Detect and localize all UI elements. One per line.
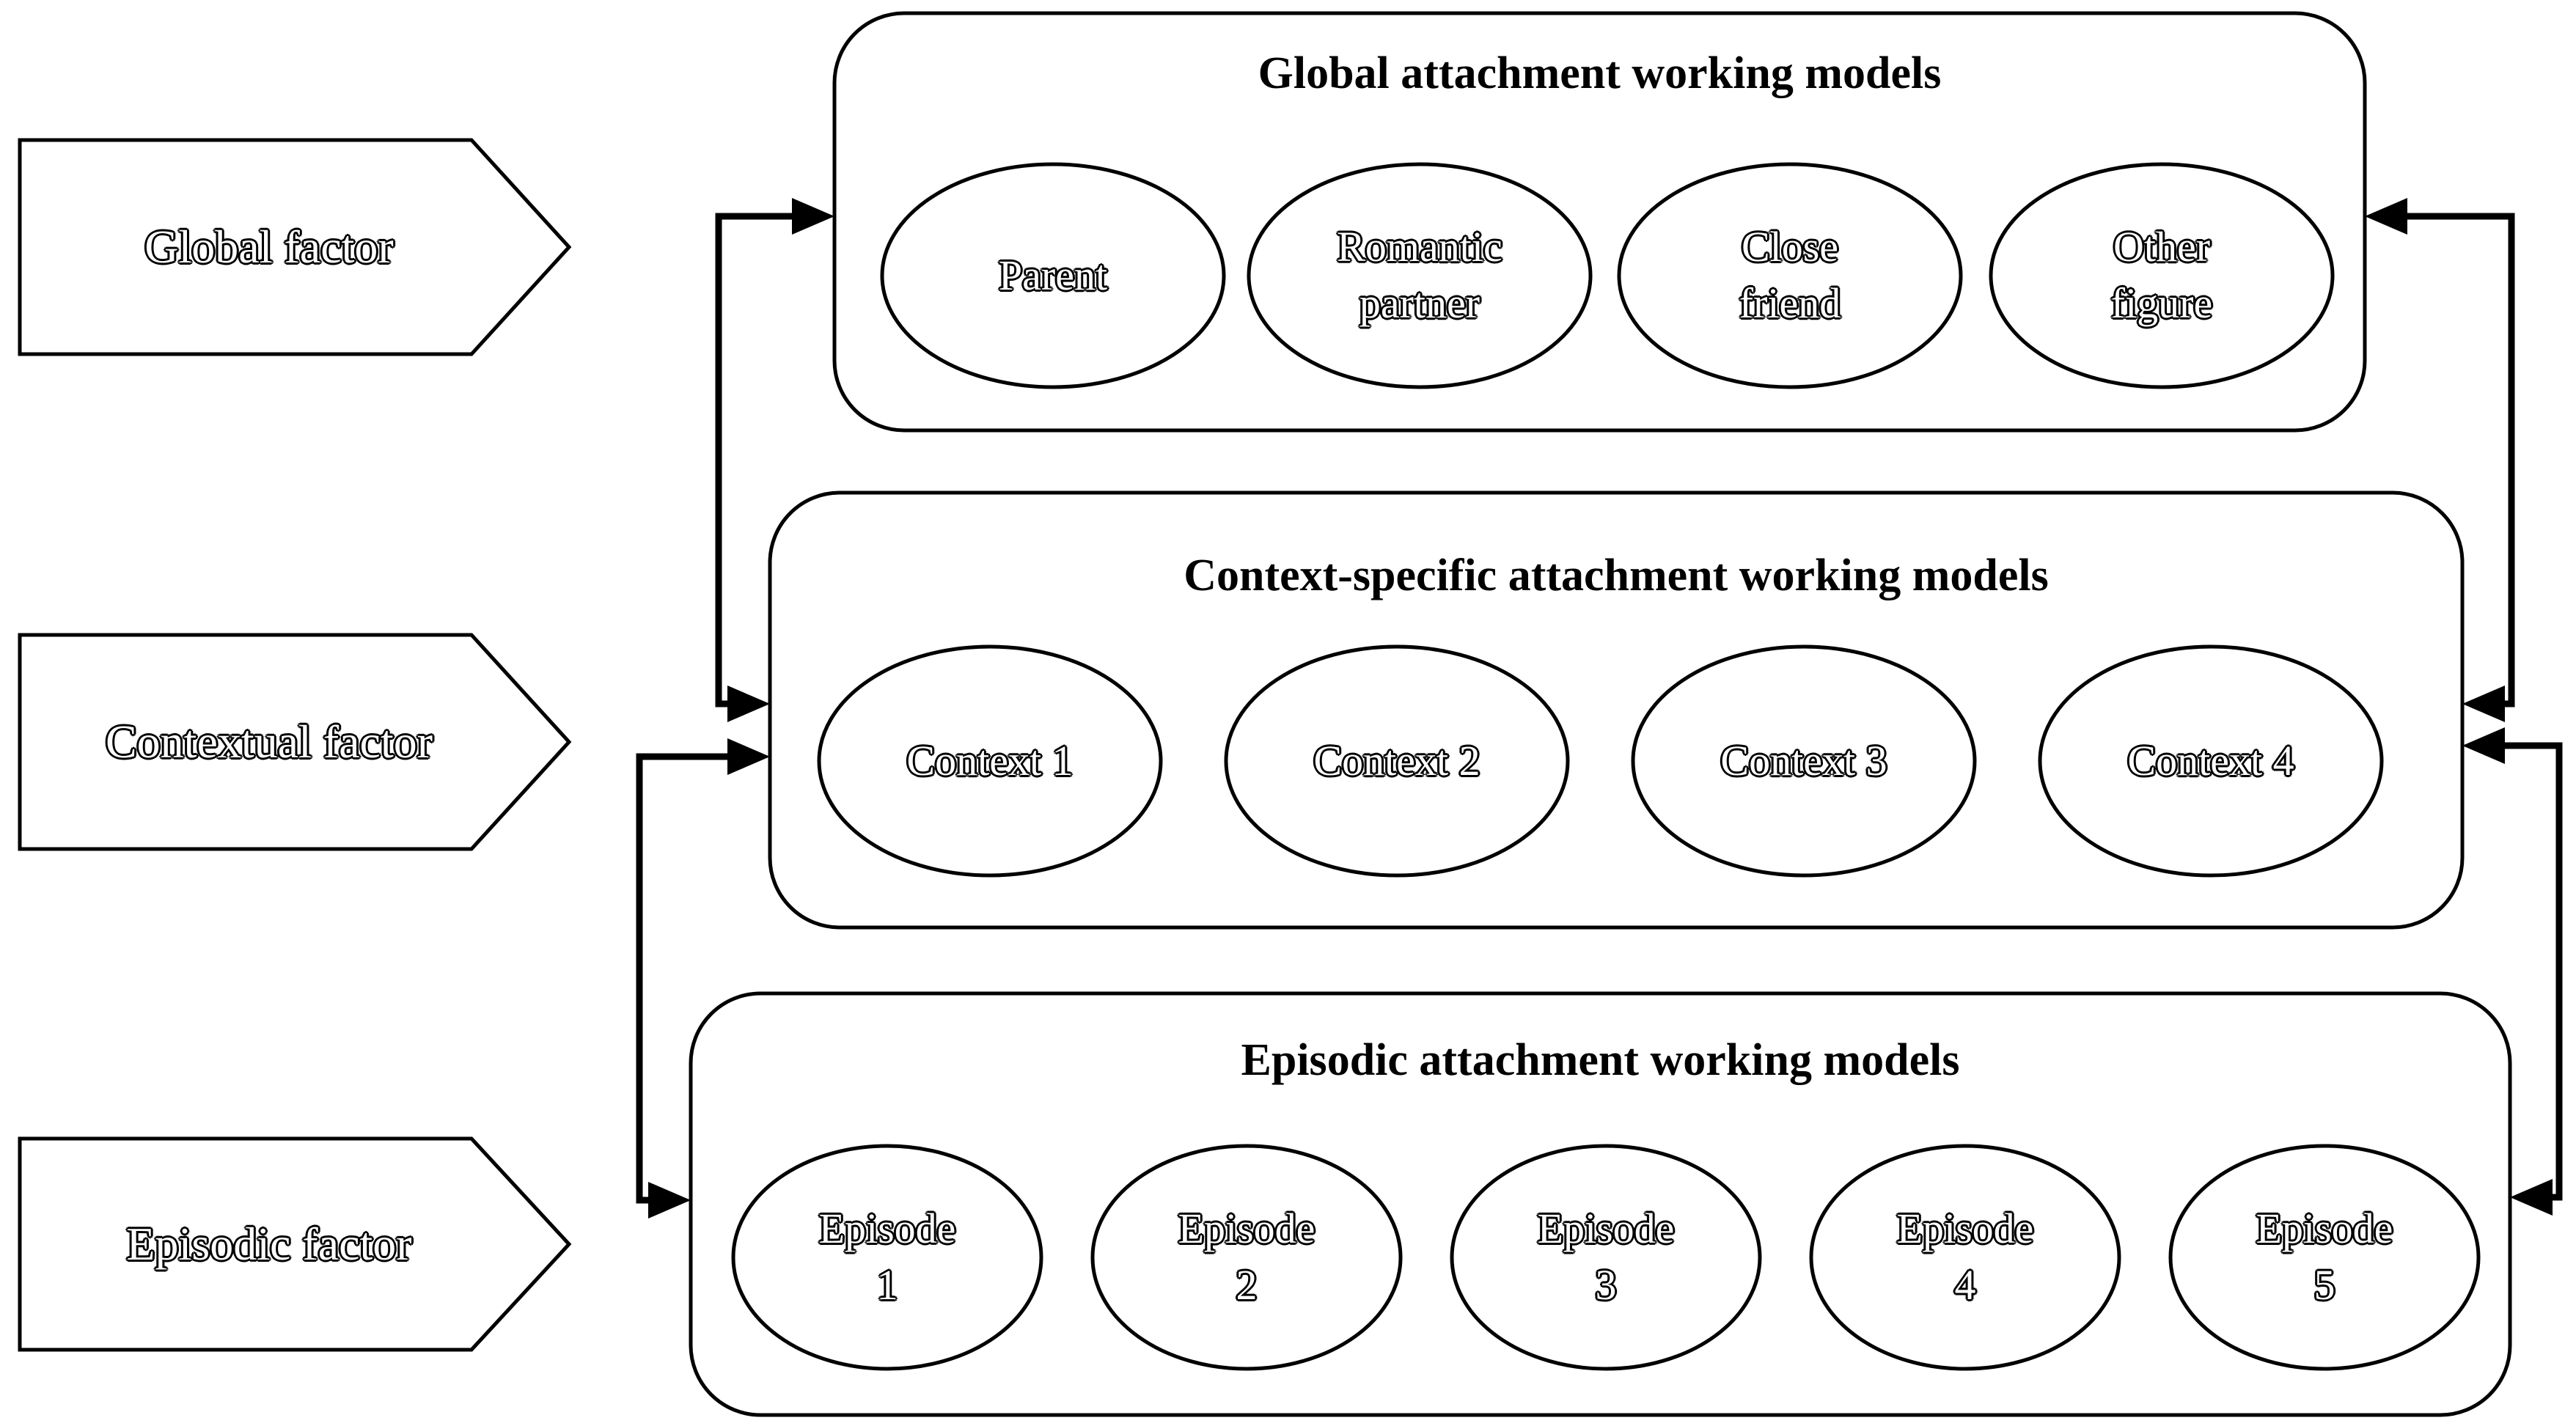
arrowhead-into-context-box-left-lower-icon bbox=[727, 738, 770, 775]
node-ellipse-episode-1 bbox=[731, 1144, 1043, 1371]
node-ellipse-context-2 bbox=[1224, 644, 1570, 878]
node-ellipse-episode-5 bbox=[2168, 1144, 2481, 1371]
context-models-box bbox=[768, 490, 2465, 930]
arrowhead-into-global-box-right-icon bbox=[2365, 198, 2407, 235]
arrowhead-into-global-box-left-icon bbox=[792, 198, 834, 235]
node-ellipse-romantic-partner bbox=[1247, 162, 1593, 389]
arrowhead-into-episodic-box-right-icon bbox=[2510, 1179, 2553, 1216]
node-ellipse-episode-2 bbox=[1090, 1144, 1403, 1371]
arrowhead-into-episodic-box-left-icon bbox=[648, 1182, 691, 1219]
connector-context-episodic-left bbox=[636, 753, 727, 1204]
episodic-factor-arrow-shape bbox=[18, 1136, 572, 1352]
global-models-box bbox=[832, 11, 2367, 433]
node-ellipse-context-4 bbox=[2038, 644, 2384, 878]
arrowhead-into-context-box-right-upper-icon bbox=[2462, 686, 2505, 722]
node-ellipse-episode-4 bbox=[1809, 1144, 2121, 1371]
node-ellipse-parent bbox=[880, 162, 1226, 389]
connector-global-context-right bbox=[2407, 213, 2515, 708]
global-factor-arrow-shape bbox=[18, 138, 572, 356]
contextual-factor-arrow-shape bbox=[18, 633, 572, 851]
connector-context-episodic-right bbox=[2505, 742, 2563, 1201]
node-ellipse-context-3 bbox=[1631, 644, 1977, 878]
node-ellipse-close-friend bbox=[1617, 162, 1963, 389]
arrowhead-into-context-box-right-lower-icon bbox=[2462, 727, 2505, 764]
node-ellipse-other-figure bbox=[1989, 162, 2335, 389]
node-ellipse-episode-3 bbox=[1450, 1144, 1762, 1371]
connector-global-context-left bbox=[715, 213, 792, 708]
node-ellipse-context-1 bbox=[817, 644, 1163, 878]
arrowhead-into-context-box-left-upper-icon bbox=[727, 686, 770, 722]
